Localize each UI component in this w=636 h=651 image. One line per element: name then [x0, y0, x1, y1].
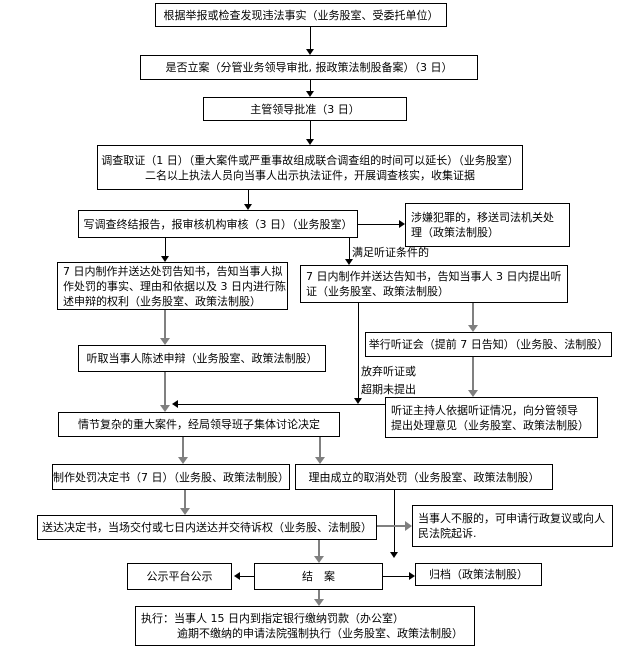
- node-penalty-decision: 制作处罚决定书（7 日）（业务股、政策法制股）: [52, 464, 290, 490]
- node-execution-line2: 逾期不缴纳的申请法院强制执行（业务股室、政策法制股）: [177, 627, 463, 640]
- arrowhead-penalty-notice-to-statement: [160, 338, 170, 345]
- label-waive-hearing-line1: 放弃听证或: [361, 365, 416, 378]
- node-hearing-opinion-line2: 提出处理意见（业务股室、政策法制股）: [391, 418, 589, 432]
- node-investigation-line1: 调查取证（1 日）（重大案件或严重事故组成联合调查组的时间可以延长）（业务股室）: [101, 153, 519, 167]
- node-penalty-notice-line1: 7 日内制作并送达处罚告知书，告知当事人拟: [63, 264, 283, 278]
- node-penalty-notice-line3: 述申辩的权利（业务股室、政策法制股）: [63, 294, 261, 308]
- arrow-file-decision-to-approval: [310, 80, 311, 91]
- node-penalty-decision-text: 制作处罚决定书（7 日）（业务股、政策法制股）: [53, 470, 289, 484]
- node-hearing-notice-line2: 证（业务股室、政策法制股）: [306, 285, 449, 298]
- node-judicial-transfer: 涉嫌犯罪的，移送司法机关处 理（政策法制股）: [405, 203, 570, 247]
- node-collective-discussion-text: 情节复杂的重大案件，经局领导班子集体讨论决定: [78, 418, 320, 431]
- node-case-closed: 结 案: [254, 563, 383, 590]
- arrowhead-statement-to-collective: [160, 405, 170, 412]
- arrow-case-closed-to-archive: [383, 576, 409, 577]
- arrowhead-deliver-to-appeal: [405, 521, 412, 531]
- node-appeal-line2: 民法院起诉.: [418, 527, 477, 540]
- arrowhead-file-decision-to-approval: [306, 91, 314, 97]
- node-final-report: 写调查终结报告，报审核机构审核（3 日）（业务股室）: [78, 210, 358, 238]
- node-leader-approval: 主管领导批准（3 日）: [203, 97, 407, 121]
- arrowhead-penalty-decision-to-deliver: [180, 508, 190, 515]
- node-hearing-notice-line1: 7 日内制作并送达告知书，告知当事人 3 日内提出听: [306, 270, 562, 283]
- label-meets-hearing-condition: 满足听证条件的: [352, 246, 429, 259]
- arrowhead-case-closed-to-publicity: [234, 572, 240, 580]
- node-execution-line1: 执行：当事人 15 日内到指定银行缴纳罚款（办公室）: [141, 612, 404, 625]
- node-execution: 执行：当事人 15 日内到指定银行缴纳罚款（办公室） 逾期不缴纳的申请法院强制执…: [135, 606, 475, 646]
- arrow-final-report-to-penalty-notice: [165, 238, 166, 256]
- node-investigation: 调查取证（1 日）（重大案件或严重事故组成联合调查组的时间可以延长）（业务股室）…: [97, 145, 523, 190]
- arrowhead-waive-hearing: [354, 398, 362, 404]
- node-investigation-line2: 二名以上执法人员向当事人出示执法证件，开展调查核实，收集证据: [145, 168, 475, 182]
- arrow-final-report-to-judicial: [358, 224, 399, 225]
- arrowhead-final-report-to-penalty-notice: [161, 256, 169, 262]
- arrow-investigation-to-final-report: [248, 190, 249, 204]
- node-penalty-notice: 7 日内制作并送达处罚告知书，告知当事人拟 作处罚的事实、理由和依据以及 3 日…: [57, 262, 288, 310]
- arrowhead-approval-to-investigation: [306, 139, 314, 145]
- arrow-collective-to-penalty-decision: [182, 437, 184, 457]
- node-case-closed-text: 结 案: [302, 570, 335, 583]
- arrowhead-collective-to-cancel-penalty: [315, 457, 325, 464]
- arrowhead-case-closed-to-execution: [314, 599, 324, 606]
- arrow-waive-hearing-vertical: [358, 303, 359, 398]
- node-hold-hearing-text: 举行听证会（提前 7 日告知）（业务股、法制股）: [368, 338, 609, 351]
- arrow-report-to-file-decision: [310, 27, 311, 49]
- arrow-penalty-decision-to-deliver: [184, 490, 186, 508]
- node-statement-defense: 听取当事人陈述申辩（业务股室、政策法制股）: [78, 345, 326, 372]
- node-archive: 归档（政策法制股）: [415, 563, 542, 586]
- node-final-report-text: 写调查终结报告，报审核机构审核（3 日）（业务股室）: [83, 217, 353, 231]
- node-judicial-transfer-line2: 理（政策法制股）: [411, 226, 499, 239]
- node-cancel-penalty-text: 理由成立的取消处罚（业务股室、政策法制股）: [308, 470, 540, 484]
- arrowhead-case-closed-to-archive: [409, 572, 415, 580]
- arrow-approval-to-investigation: [310, 121, 311, 139]
- node-publicity-text: 公示平台公示: [146, 570, 213, 583]
- arrowhead-opinion-to-collective: [172, 400, 178, 408]
- node-file-decision: 是否立案（分管业务领导审批, 报政策法制股备案）（3 日）: [140, 55, 478, 80]
- arrow-hold-hearing-to-opinion: [472, 357, 474, 390]
- arrow-deliver-to-case-closed: [318, 540, 320, 556]
- node-archive-text: 归档（政策法制股）: [429, 568, 528, 581]
- arrowhead-final-report-to-hearing-notice: [345, 259, 353, 265]
- arrowhead-deliver-to-case-closed: [314, 556, 324, 563]
- node-hearing-notice: 7 日内制作并送达告知书，告知当事人 3 日内提出听 证（业务股室、政策法制股）: [300, 265, 568, 303]
- arrowhead-hearing-notice-to-hold-hearing: [468, 325, 478, 332]
- arrow-case-closed-to-publicity: [240, 576, 254, 577]
- arrow-opinion-to-collective-horizontal: [178, 404, 385, 405]
- arrowhead-investigation-to-final-report: [244, 204, 252, 210]
- node-deliver-decision-text: 送达决定书，当场交付或七日内送达并交待诉权（业务股、法制股）: [42, 521, 372, 534]
- node-judicial-transfer-line1: 涉嫌犯罪的，移送司法机关处: [411, 211, 554, 224]
- arrowhead-collective-to-penalty-decision: [178, 457, 188, 464]
- node-report: 根据举报或检查发现违法事实（业务股室、受委托单位）: [155, 3, 447, 27]
- arrow-cancel-penalty-down: [394, 490, 395, 552]
- arrow-final-report-to-hearing-notice: [349, 238, 350, 259]
- arrowhead-report-to-file-decision: [306, 49, 314, 55]
- arrowhead-cancel-penalty-down: [390, 552, 398, 558]
- arrow-collective-to-cancel-penalty: [319, 437, 321, 457]
- node-penalty-notice-line2: 作处罚的事实、理由和依据以及 3 日内进行陈: [63, 279, 286, 293]
- arrowhead-hold-hearing-to-opinion: [468, 390, 478, 397]
- node-hearing-opinion: 听证主持人依据听证情况，向分管领导 提出处理意见（业务股室、政策法制股）: [385, 397, 598, 438]
- node-leader-approval-text: 主管领导批准（3 日）: [250, 102, 360, 116]
- node-statement-defense-text: 听取当事人陈述申辩（业务股室、政策法制股）: [86, 352, 318, 365]
- node-publicity: 公示平台公示: [127, 563, 232, 590]
- node-cancel-penalty: 理由成立的取消处罚（业务股室、政策法制股）: [295, 464, 553, 490]
- label-waive-hearing-line2: 超期未提出: [361, 383, 416, 396]
- node-report-text: 根据举报或检查发现违法事实（业务股室、受委托单位）: [163, 8, 439, 22]
- node-appeal: 当事人不服的，可申请行政复议或向人 民法院起诉.: [412, 505, 613, 547]
- arrow-penalty-notice-to-statement: [164, 310, 166, 338]
- node-deliver-decision: 送达决定书，当场交付或七日内送达并交待诉权（业务股、法制股）: [37, 515, 377, 540]
- node-file-decision-text: 是否立案（分管业务领导审批, 报政策法制股备案）（3 日）: [165, 61, 453, 74]
- arrow-deliver-to-appeal: [377, 525, 405, 527]
- node-appeal-line1: 当事人不服的，可申请行政复议或向人: [418, 512, 605, 525]
- arrow-statement-to-collective: [164, 372, 166, 405]
- arrowhead-final-report-to-judicial: [399, 220, 405, 228]
- node-hearing-opinion-line1: 听证主持人依据听证情况，向分管领导: [391, 403, 578, 417]
- arrow-hearing-notice-to-hold-hearing: [472, 303, 474, 325]
- node-hold-hearing: 举行听证会（提前 7 日告知）（业务股、法制股）: [365, 332, 612, 357]
- node-collective-discussion: 情节复杂的重大案件，经局领导班子集体讨论决定: [58, 412, 340, 437]
- arrow-case-closed-to-execution: [318, 590, 320, 599]
